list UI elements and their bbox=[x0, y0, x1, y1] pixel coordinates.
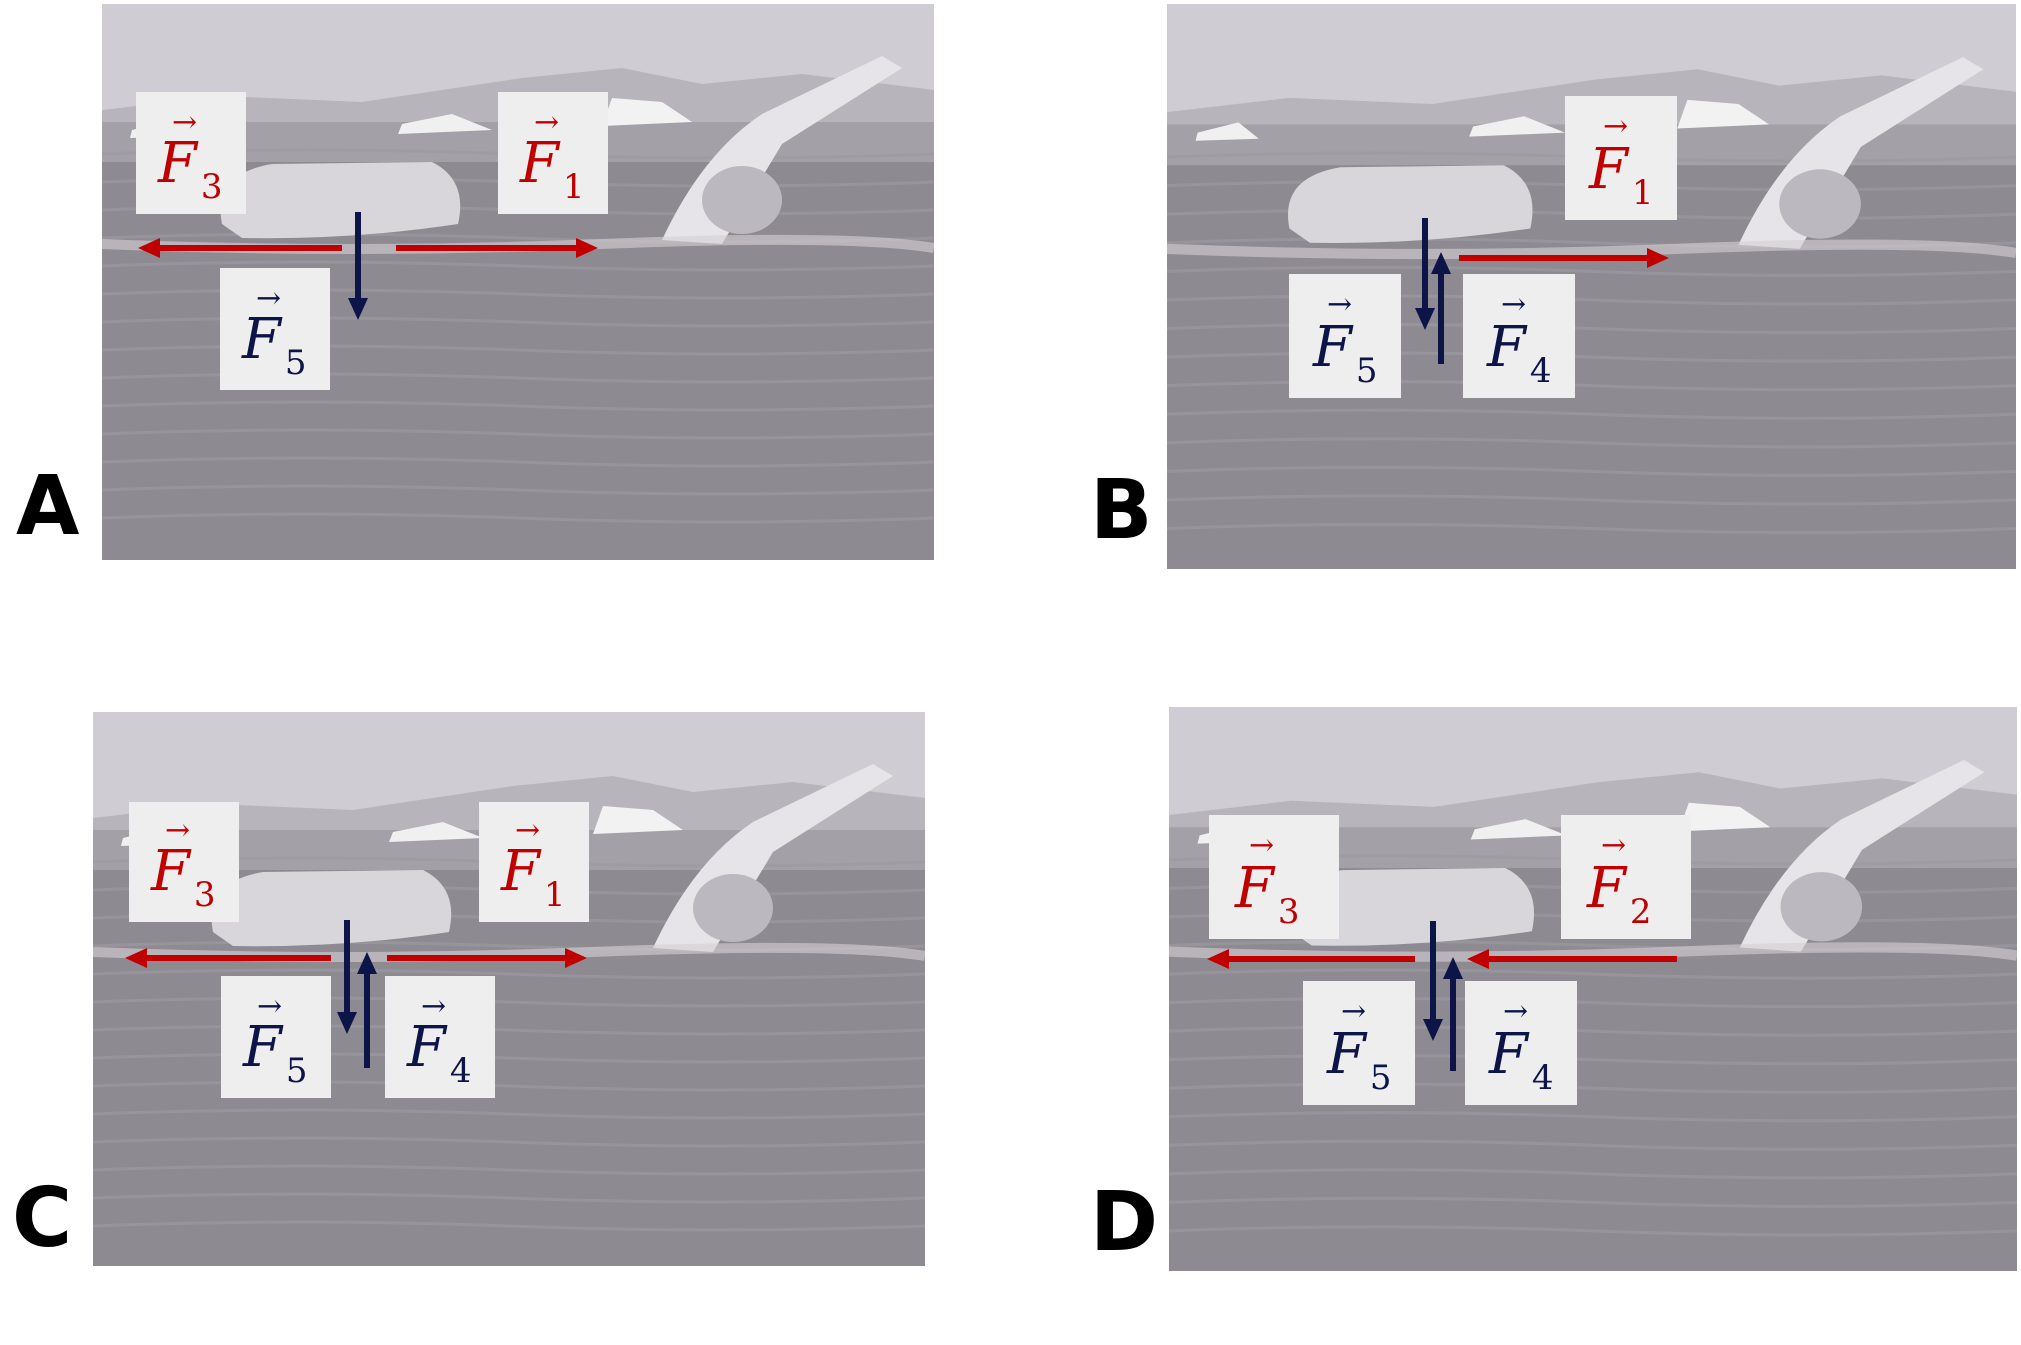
force-arrow-glyph: → bbox=[172, 105, 197, 140]
force-arrow-f4 bbox=[1443, 957, 1463, 1071]
force-arrow-glyph: → bbox=[534, 105, 559, 140]
force-arrow-glyph: → bbox=[515, 813, 540, 848]
force-arrow-f1 bbox=[387, 948, 587, 968]
force-label-box-f1 bbox=[498, 92, 608, 214]
force-arrow-f5 bbox=[337, 920, 357, 1034]
force-arrow-glyph: → bbox=[1249, 828, 1274, 863]
force-label-box-f5 bbox=[220, 268, 330, 390]
force-label-box-f1 bbox=[479, 802, 589, 922]
swimmer-photo bbox=[1169, 707, 2017, 1271]
swimmer-photo bbox=[93, 712, 925, 1266]
force-arrow-f3 bbox=[125, 948, 331, 968]
force-arrow-glyph: → bbox=[1503, 994, 1528, 1029]
panel-label-b: B bbox=[1090, 463, 1153, 558]
force-arrow-f1 bbox=[396, 238, 598, 258]
panel-label-c: C bbox=[12, 1171, 73, 1266]
panel-label-a: A bbox=[16, 459, 80, 554]
panel-label-d: D bbox=[1090, 1175, 1159, 1270]
force-label-box-f2 bbox=[1561, 815, 1691, 939]
force-arrow-glyph: → bbox=[1601, 828, 1626, 863]
force-label-box-f5 bbox=[221, 976, 331, 1098]
force-arrow-f5 bbox=[1415, 218, 1435, 330]
force-label-box-f3 bbox=[129, 802, 239, 922]
force-arrow-f2 bbox=[1467, 949, 1677, 969]
force-label-box-f1 bbox=[1565, 96, 1677, 220]
force-arrow-glyph: → bbox=[1603, 109, 1628, 144]
force-label-box-f5 bbox=[1289, 274, 1401, 398]
force-label-box-f4 bbox=[385, 976, 495, 1098]
force-arrow-f4 bbox=[357, 952, 377, 1068]
force-label-box-f3 bbox=[136, 92, 246, 214]
force-label-box-f5 bbox=[1303, 981, 1415, 1105]
force-arrow-glyph: → bbox=[165, 813, 190, 848]
force-arrow-glyph: → bbox=[1501, 287, 1526, 322]
force-arrow-f3 bbox=[138, 238, 342, 258]
force-arrow-glyph: → bbox=[1341, 994, 1366, 1029]
force-arrow-glyph: → bbox=[1327, 287, 1352, 322]
force-label-box-f4 bbox=[1465, 981, 1577, 1105]
force-arrow-glyph: → bbox=[257, 989, 282, 1024]
force-arrow-glyph: → bbox=[421, 989, 446, 1024]
force-label-box-f3 bbox=[1209, 815, 1339, 939]
force-arrow-f4 bbox=[1431, 252, 1451, 364]
force-arrow-f3 bbox=[1207, 949, 1415, 969]
force-arrow-f5 bbox=[348, 212, 368, 320]
force-label-box-f4 bbox=[1463, 274, 1575, 398]
force-arrow-glyph: → bbox=[256, 281, 281, 316]
force-arrow-f1 bbox=[1459, 248, 1669, 268]
force-arrow-f5 bbox=[1423, 921, 1443, 1041]
